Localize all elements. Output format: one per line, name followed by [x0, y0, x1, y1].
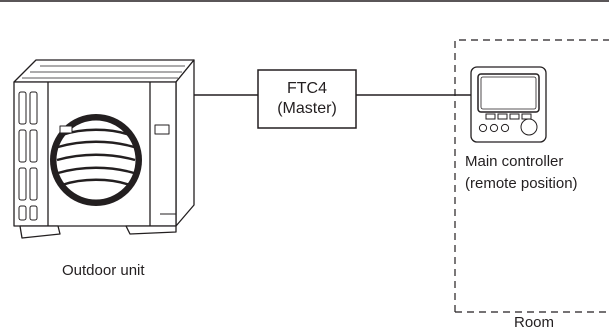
ftc-label-line2: (Master) [277, 100, 337, 117]
ftc-box [257, 69, 357, 129]
main-controller-label-line2: (remote position) [465, 175, 578, 192]
room-boundary [454, 39, 609, 312]
main-controller-icon [470, 66, 547, 143]
room-label: Room [514, 314, 555, 331]
outdoor-unit-icon [13, 59, 195, 239]
outdoor-unit-label: Outdoor unit [62, 262, 145, 279]
main-controller-label-line1: Main controller [465, 153, 564, 170]
ftc-label-line1: FTC4 [287, 80, 327, 97]
